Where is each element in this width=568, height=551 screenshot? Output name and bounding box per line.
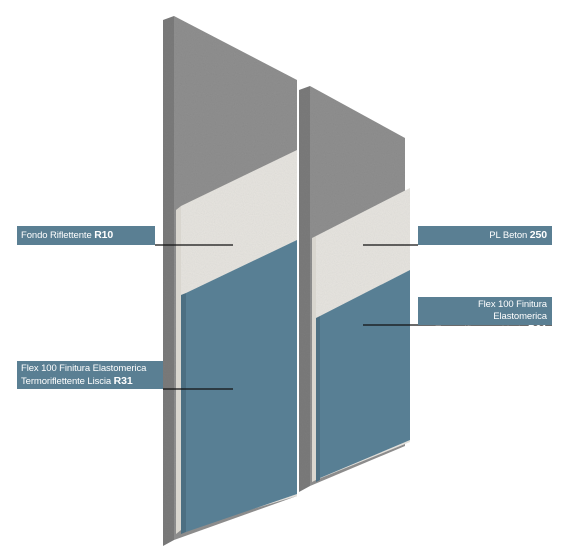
label-flex-right-line2-wrap: Termoriflettente Liscia R31 xyxy=(423,323,547,336)
label-flex-left-line2-wrap: Termoriflettente Liscia R31 xyxy=(21,375,159,388)
left-panel-side-face xyxy=(163,16,174,546)
label-flex-left-line2: Termoriflettente Liscia xyxy=(21,376,114,387)
label-fondo-text: Fondo Riflettente xyxy=(21,230,95,241)
label-pl-beton-text: PL Beton xyxy=(489,230,530,241)
right-panel-primer-edge xyxy=(312,236,316,482)
label-fondo-code: R10 xyxy=(94,229,114,241)
label-flex-left-line1: Flex 100 Finitura Elastomerica xyxy=(21,363,147,374)
label-pl-beton-code: 250 xyxy=(529,229,547,241)
left-panel-primer-edge xyxy=(176,206,181,534)
label-flex-right-line2: Termoriflettente Liscia xyxy=(435,324,529,335)
label-flex-right: Flex 100 Finitura Elastomerica Termorifl… xyxy=(418,297,552,335)
label-pl-beton: PL Beton 250 xyxy=(418,226,552,245)
label-flex-left-code: R31 xyxy=(113,375,133,387)
label-flex-right-line1: Flex 100 Finitura Elastomerica xyxy=(477,299,547,322)
right-wall-panel xyxy=(299,86,410,492)
left-wall-panel xyxy=(163,16,297,546)
label-flex-left: Flex 100 Finitura Elastomerica Termorifl… xyxy=(17,361,163,389)
label-flex-right-code: R31 xyxy=(528,323,547,335)
right-panel-finish-layer xyxy=(320,270,410,478)
label-fondo-riflettente: Fondo Riflettente R10 xyxy=(17,226,155,245)
right-panel-finish-edge xyxy=(316,316,320,482)
left-panel-finish-edge xyxy=(181,293,186,534)
left-panel-finish-layer xyxy=(186,240,297,532)
right-panel-side-face xyxy=(299,86,310,492)
